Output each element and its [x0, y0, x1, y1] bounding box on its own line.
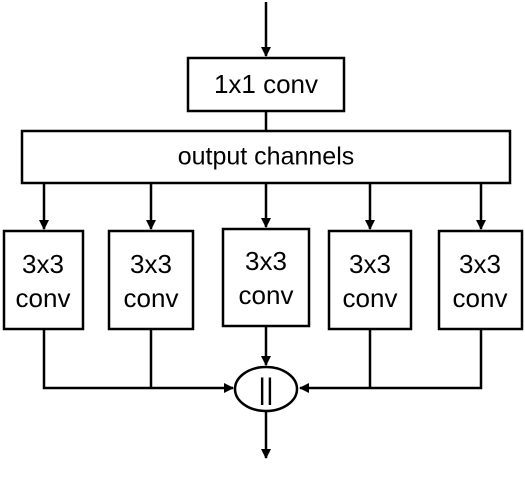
- branch-conv-label-5b: conv: [453, 283, 508, 313]
- branch-conv-label-1b: conv: [16, 283, 71, 313]
- branch-conv-label-4b: conv: [343, 283, 398, 313]
- concat-symbol: ||: [258, 373, 274, 406]
- conv-1x1-block: 1x1 conv: [186, 56, 346, 113]
- branch-conv-label-5a: 3x3: [459, 249, 501, 279]
- branch-conv-label-4a: 3x3: [349, 249, 391, 279]
- output-channels-label: output channels: [178, 143, 355, 171]
- branch-conv-label-2a: 3x3: [130, 249, 172, 279]
- branch-conv-box-1: 3x3 conv: [2, 229, 85, 331]
- branch-conv-box-4: 3x3 conv: [327, 229, 413, 331]
- branch-conv-label-2b: conv: [124, 283, 179, 313]
- branch-conv-label-3a: 3x3: [245, 246, 287, 276]
- conv-1x1-label: 1x1 conv: [214, 69, 318, 99]
- branch-conv-box-2: 3x3 conv: [107, 229, 195, 331]
- branch-conv-box-3: 3x3 conv: [221, 227, 311, 328]
- right-merge-line: [299, 329, 483, 393]
- left-merge-line: [42, 329, 234, 393]
- branch-conv-box-5: 3x3 conv: [437, 229, 524, 331]
- branch-conv-label-3b: conv: [239, 280, 294, 310]
- output-channels-block: output channels: [20, 129, 512, 185]
- concat-node: ||: [233, 365, 299, 413]
- branch-conv-label-1a: 3x3: [22, 249, 64, 279]
